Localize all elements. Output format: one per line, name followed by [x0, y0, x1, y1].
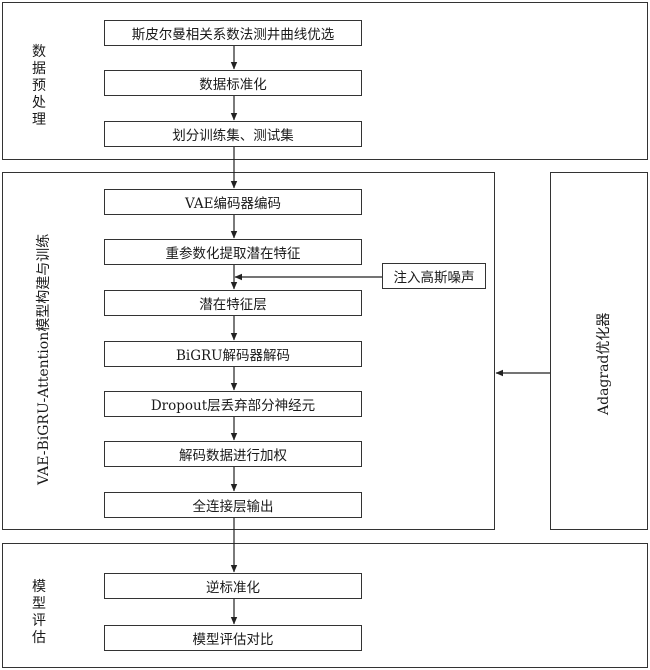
- optimizer-section-label: Adagrad优化器: [596, 312, 612, 415]
- model-section: [2, 172, 495, 530]
- step-bigru: BiGRU解码器解码: [104, 341, 362, 367]
- step-dropout: Dropout层丢弃部分神经元: [104, 391, 362, 417]
- step-latent: 潜在特征层: [104, 290, 362, 316]
- evaluate-section-label: 模型评估: [32, 579, 46, 646]
- step-vae-encode: VAE编码器编码: [104, 189, 362, 215]
- step-normalize: 数据标准化: [104, 70, 362, 96]
- preprocess-section-label: 数据预处理: [32, 44, 46, 128]
- model-section-label: VAE-BiGRU-Attention模型构建与训练: [36, 233, 52, 485]
- step-fc-output: 全连接层输出: [104, 492, 362, 518]
- step-split: 划分训练集、测试集: [104, 121, 362, 147]
- step-spearman: 斯皮尔曼相关系数法测井曲线优选: [104, 20, 362, 46]
- step-reparam: 重参数化提取潜在特征: [104, 239, 362, 265]
- preprocess-section: [2, 2, 648, 160]
- step-weight: 解码数据进行加权: [104, 441, 362, 467]
- step-compare: 模型评估对比: [104, 625, 362, 651]
- evaluate-section: [2, 543, 648, 668]
- optimizer-section: [550, 172, 648, 530]
- step-denormalize: 逆标准化: [104, 573, 362, 599]
- step-noise: 注入高斯噪声: [382, 263, 486, 289]
